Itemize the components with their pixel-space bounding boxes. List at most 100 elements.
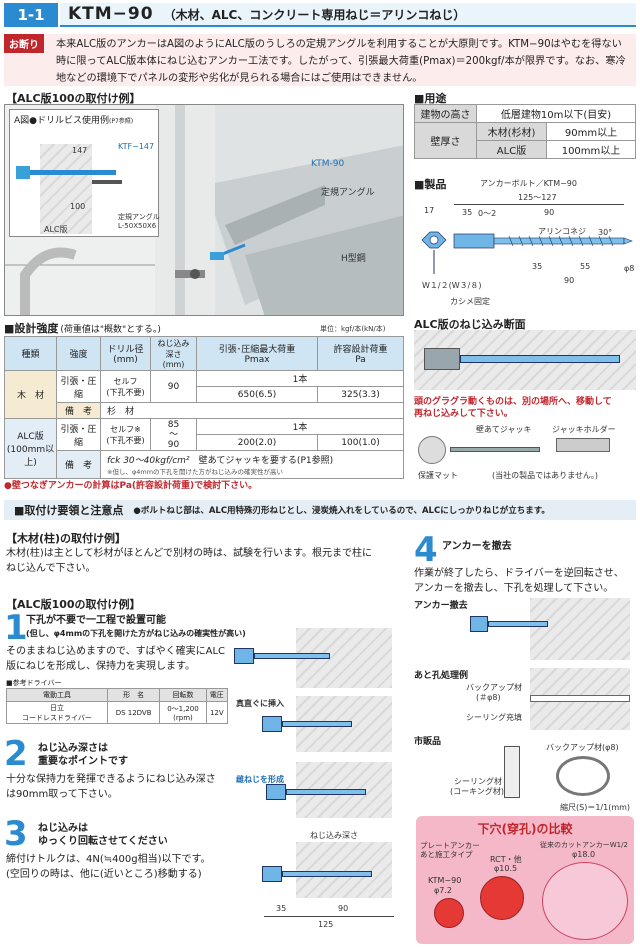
sealing-label: シーリング充填 [466,713,522,722]
rct-circle [480,876,524,920]
remove-bolt-head [470,616,488,632]
step-1-body: そのままねじ込めますので、すばやく確実にALC 版にねじを形成し、保持力を実現し… [6,644,232,674]
step-3-title: ねじ込みは ゆっくり回転させてください [38,822,168,848]
product-d35: 35 [462,208,473,217]
design-alc-name: ALC版 (100mm以上) [4,418,57,479]
protection-mat-icon [418,436,446,464]
design-note: (荷重値は"概数"とする。) [60,324,161,335]
page-header: 1-1 KTM−90 （木材、ALC、コンクリート専用ねじ＝アリンコねじ） [0,0,640,30]
design-h-strength: 強度 [56,336,101,371]
label-female-thread: 雌ねじを形成 [236,775,284,784]
step-3-body: 締付けトルクは、4N(≒400g相当)以下です。 (空回りの時は、他に(近いとこ… [6,852,238,882]
fig-a-alc-panel [40,144,92,234]
step-1-number: 1 [4,608,28,648]
step-1-sub: (但し、φ4mmの下孔を開けた方がねじ込みの確実性が高い) [26,629,246,638]
driver-volt: 12V [205,701,229,724]
fig-a-ktf: KTF−147 [118,142,155,151]
market-label: 市販品 [414,737,442,747]
design-wood-pmax: 650(6.5) [195,386,319,403]
design-alc-remark-main: fck 30〜40kgf/cm² 壁あてジャッキを要する(P1参照) [107,453,403,466]
product-total: 125〜127 [518,193,557,202]
after-hole-panel [530,668,630,730]
design-alc-drill: セルフ※ (下孔不要) [100,418,151,451]
backup2-label: バックアップ材(φ8) [546,743,619,752]
page-subtitle: （木材、ALC、コンクリート専用ねじ＝アリンコねじ） [163,7,466,22]
step-3-title-1: ねじ込みは [38,823,88,834]
usage-wood-key: 木材(杉材) [476,122,547,141]
product-d35b: 35 [532,262,543,271]
after-hole-label: あと孔処理例 [414,671,469,681]
design-wood-remark-label: 備 考 [56,402,101,419]
step-3-bolt-head [266,784,286,800]
step-3-dim-line [264,916,394,917]
step-1-screw [254,653,330,659]
teiki-angle-label: 定規アングル [321,188,375,198]
step-4-title: アンカーを撤去 [442,541,512,552]
design-h-type: 種類 [4,336,57,371]
driver-tool: 日立 コードレスドライバー [6,701,108,724]
design-wood-name: 木 材 [4,370,57,419]
step-3-body-2: (空回りの時は、他に(近いところ)移動する) [6,869,202,880]
design-footnote: ●壁つなぎアンカーの計算はPa(許容設計荷重)で検討下さい。 [4,481,258,491]
alc-section-panel [414,330,636,390]
driver-rpm: 0〜1,200 (rpm) [159,701,207,724]
design-alc-depth-sep: 〜 [168,429,178,440]
compare-ktm-phi: φ7.2 [434,886,452,895]
step-2-body-2: は90mm取って下さい。 [6,789,118,800]
design-alc-depth: 85〜90 [150,418,197,451]
step-3-d125: 125 [318,920,334,929]
design-alc-strength: 引張・圧縮 [56,418,101,451]
design-wood-depth: 90 [150,370,197,403]
page-title: KTM−90 [68,4,154,24]
alc-section-title: ALC版のねじ込み断面 [414,318,526,331]
step-4-body-1: 作業が終了したら、ドライバーを逆回転させ、 [414,568,624,579]
driver-h-tool: 電動工具 [6,688,108,702]
compare-ktm: KTM−90 [428,876,462,885]
design-wood-pa: 325(3.3) [317,386,404,403]
design-title-bar: ■設計強度 (荷重値は"概数"とする。) [4,320,161,336]
design-alc-fc: fck 30〜40kgf/cm² [107,456,190,466]
design-h-drill: ドリル径 (mm) [100,336,151,371]
fig-a-angle-label: 定規アングル [118,213,160,221]
not-our-product: (当社の製品ではありません。) [492,471,599,480]
after-hole-channel [530,695,630,702]
step-3-d35: 35 [276,904,287,913]
usage-height-val: 低層建物10m以下(目安) [476,104,636,123]
design-alc-note: ※但し、φ4mmの下孔を開けた方がねじ込みの確実性が高い [107,468,284,476]
alc-example-illustration: A図●ドリルビス使用例(P7参照) 147 KTF−147 100 ALC版 定… [4,104,404,316]
usage-wood-val: 90mm以上 [546,122,636,141]
fig-a-box: A図●ドリルビス使用例(P7参照) 147 KTF−147 100 ALC版 定… [9,109,160,237]
remove-label: アンカー撤去 [414,601,468,611]
driver-row: 日立 コードレスドライバー DS 12DVB 0〜1,200 (rpm) 12V [6,701,229,724]
product-drawing: アンカーボルト／KTM−90 125〜127 17 35 0〜2 90 アリンコ… [414,176,636,316]
holder-label: ジャッキホルダー [552,425,616,434]
remove-screw [488,621,548,627]
design-alc-remark-label: 備 考 [56,450,101,479]
fig-a-screw-head [16,166,30,179]
notice-line-1: 本来ALC版のアンカーはA図のようにALC版のうしろの定規アングルを利用すること… [56,39,622,50]
compare-rct: RCT・他 [490,855,522,864]
step-1-title: 下孔が不要で一工程で設置可能 [26,615,166,626]
fig-a-label: A図●ドリルビス使用例(P7参照) [14,113,133,126]
design-alc-pmax: 200(2.0) [195,434,319,451]
fig-a-ref: (P7参照) [109,118,134,125]
sealant-tube-icon [504,746,520,798]
usage-title: ■用途 [414,92,447,105]
product-bolt-label: アンカーボルト／KTM−90 [480,179,577,188]
design-alc-depth1: 85 [167,419,180,430]
step-3-screw [286,789,366,795]
compare-box: 下穴(穿孔)の比較 プレートアンカー あと施工タイプ 従来のカットアンカーW1/… [416,816,634,944]
fig-a-title: A図●ドリルビス使用例 [14,116,110,126]
usage-alc-val: 100mm以上 [546,140,636,159]
step-2-title: ねじ込み深さは 重要なポイントです [38,742,128,768]
step-1-bolt-head [234,648,254,664]
step-2-title-1: ねじ込み深さは [38,743,108,754]
mat-label: 保護マット [418,471,458,480]
compare-rct-phi: φ10.5 [494,864,518,873]
alc-section-caption: 頭のグラグラ動くものは、別の場所へ、移動して 再ねじ込みして下さい。 [414,396,612,420]
design-wood-count: 1本 [196,370,404,387]
notice-box: お断り 本来ALC版のアンカーはA図のようにALC版のうしろの定規アングルを利用… [4,34,636,86]
notice-text: 本来ALC版のアンカーはA図のようにALC版のうしろの定規アングルを利用すること… [56,36,632,87]
design-table: 種類 強度 ドリル径 (mm) ねじ込み 深さ (mm) 引張･圧縮最大荷重 P… [4,336,404,479]
dim-line-total [454,204,624,205]
